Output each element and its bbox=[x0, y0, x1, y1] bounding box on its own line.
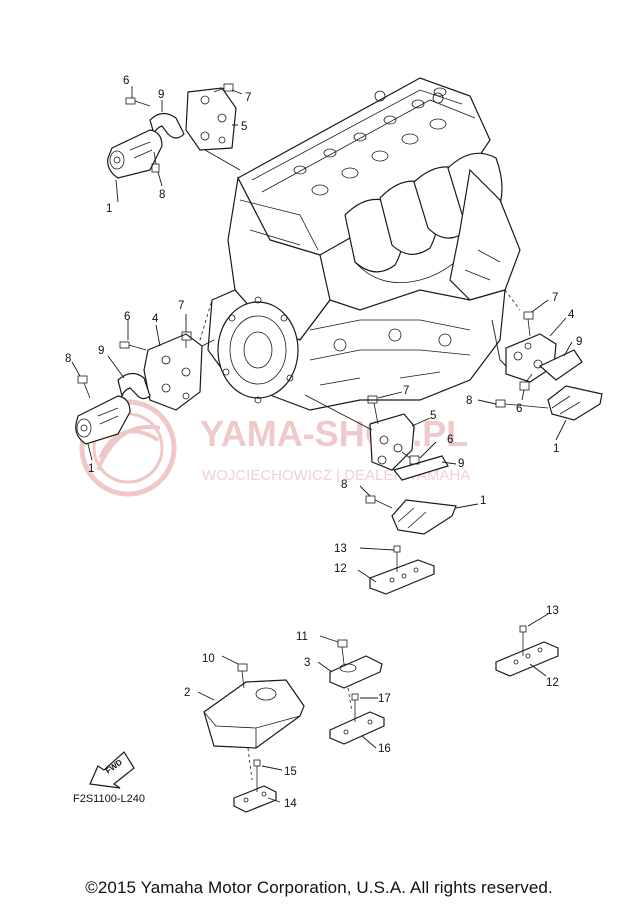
part-label: 1 bbox=[106, 203, 112, 215]
copyright-notice: ©2015 Yamaha Motor Corporation, U.S.A. A… bbox=[85, 878, 553, 897]
part-label: 5 bbox=[430, 410, 436, 422]
stopper-plate-12 bbox=[495, 641, 559, 677]
mount-group-front-left bbox=[107, 83, 243, 203]
part-label: 8 bbox=[466, 395, 472, 407]
part-label: 15 bbox=[284, 766, 297, 778]
part-label: 9 bbox=[158, 89, 164, 101]
part-label: 9 bbox=[98, 345, 104, 357]
part-label: 17 bbox=[378, 693, 391, 705]
mount-group-rear-right bbox=[477, 299, 603, 441]
bolt-icon bbox=[337, 639, 348, 665]
part-label: 1 bbox=[480, 495, 486, 507]
plate-9 bbox=[392, 455, 449, 481]
part-label: 9 bbox=[576, 336, 582, 348]
part-label: 9 bbox=[458, 458, 464, 470]
part-label: 8 bbox=[159, 189, 165, 201]
bracket-4 bbox=[143, 333, 203, 411]
part-label: 12 bbox=[334, 563, 347, 575]
engine-block bbox=[199, 77, 521, 411]
block-2 bbox=[203, 679, 305, 749]
fwd-arrow-icon: FWD bbox=[89, 751, 135, 789]
bolt-icon bbox=[365, 395, 420, 509]
mount-group-center bbox=[304, 391, 479, 535]
part-label: 3 bbox=[304, 657, 310, 669]
bracket-5 bbox=[369, 413, 415, 471]
part-label: 7 bbox=[245, 92, 251, 104]
part-label: 7 bbox=[552, 292, 558, 304]
part-label: 8 bbox=[65, 353, 71, 365]
rubber-mount-1 bbox=[547, 385, 603, 421]
part-label: 1 bbox=[88, 463, 94, 475]
part-label: 11 bbox=[296, 631, 308, 643]
part-label: 14 bbox=[284, 798, 297, 810]
part-label: 10 bbox=[202, 653, 215, 665]
rivet-icon bbox=[393, 545, 401, 572]
part-label: 8 bbox=[341, 479, 347, 491]
part-label: 13 bbox=[334, 543, 347, 555]
stopper-12-center bbox=[357, 545, 435, 595]
part-label: 6 bbox=[516, 403, 522, 415]
stopper-12-right bbox=[495, 613, 559, 677]
part-label: 6 bbox=[124, 311, 130, 323]
stopper-3 bbox=[329, 655, 383, 689]
plate-9 bbox=[149, 112, 185, 139]
rubber-mount-1 bbox=[107, 129, 163, 179]
part-label: 7 bbox=[178, 300, 184, 312]
rivet-icon bbox=[253, 759, 261, 792]
stopper-plate-16 bbox=[329, 711, 385, 745]
rubber-mount-1 bbox=[75, 395, 131, 445]
bolt-icon bbox=[495, 311, 549, 409]
part-label: 4 bbox=[568, 309, 575, 321]
rivet-icon bbox=[351, 693, 359, 722]
mount-group-rear-left bbox=[71, 314, 215, 461]
part-label: 13 bbox=[546, 605, 559, 617]
watermark-brand: YAMA-SHOP.PL bbox=[200, 413, 468, 454]
block-2-14 bbox=[197, 655, 305, 813]
rivet-icon bbox=[519, 625, 527, 656]
rubber-mount-1 bbox=[391, 499, 457, 535]
bracket-5 bbox=[185, 87, 237, 151]
part-label: 6 bbox=[447, 434, 453, 446]
part-label: 7 bbox=[403, 385, 409, 397]
part-label: 12 bbox=[546, 677, 559, 689]
part-label: 2 bbox=[184, 687, 190, 699]
part-label: 16 bbox=[378, 743, 391, 755]
part-label: 6 bbox=[123, 75, 129, 87]
bolt-icon bbox=[125, 83, 234, 173]
part-label: 1 bbox=[553, 443, 559, 455]
engine-mount-diagram: YAMA-SHOP.PL WOJCIECHOWICZ | DEALER YAMA… bbox=[65, 75, 603, 813]
stopper-3-16 bbox=[317, 635, 385, 749]
plate-9 bbox=[117, 372, 151, 400]
bolt-icon bbox=[237, 663, 248, 689]
part-label: 4 bbox=[152, 313, 159, 325]
part-label: 5 bbox=[241, 121, 247, 133]
drawing-code: F2S1100-L240 bbox=[73, 793, 145, 805]
part-labels: 6 9 7 5 8 1 6 4 7 8 9 1 7 4 9 8 6 1 7 5 … bbox=[65, 75, 582, 810]
plate-9 bbox=[538, 349, 583, 381]
bolt-icon bbox=[77, 331, 192, 399]
